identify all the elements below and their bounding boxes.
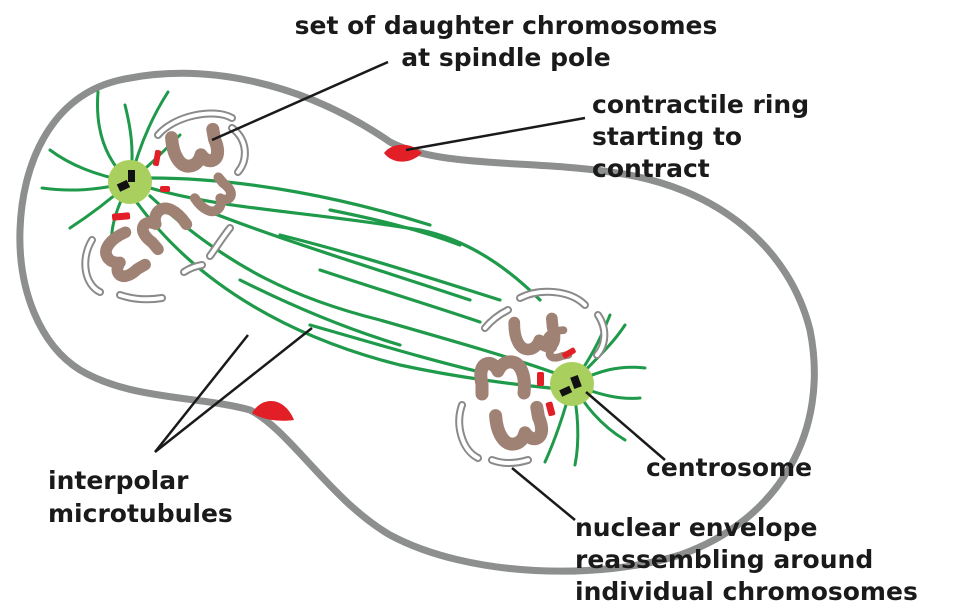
label-daughter-set-line2: at spindle pole	[401, 43, 610, 72]
right-centrosome	[550, 362, 594, 406]
label-ring-line3: contract	[592, 154, 710, 183]
leader-contractile-ring	[406, 118, 585, 150]
label-interpolar-line2: microtubules	[48, 499, 233, 528]
label-ring-line2: starting to	[592, 122, 742, 151]
label-envelope-line1: nuclear envelope	[575, 513, 817, 542]
label-interpolar-line1: interpolar	[48, 466, 189, 495]
left-daughter-chromosomes	[101, 129, 235, 280]
label-envelope-line2: reassembling around	[575, 545, 873, 574]
label-daughter-set-line1: set of daughter chromosomes	[295, 11, 718, 40]
label-centrosome: centrosome	[646, 453, 812, 482]
leader-daughter-set	[212, 62, 388, 140]
leader-centrosome	[586, 392, 665, 460]
leader-interpolar-2	[155, 328, 312, 452]
label-ring-line1: contractile ring	[592, 90, 809, 119]
leader-envelope	[512, 468, 575, 520]
label-envelope-line3: individual chromosomes	[575, 577, 918, 606]
